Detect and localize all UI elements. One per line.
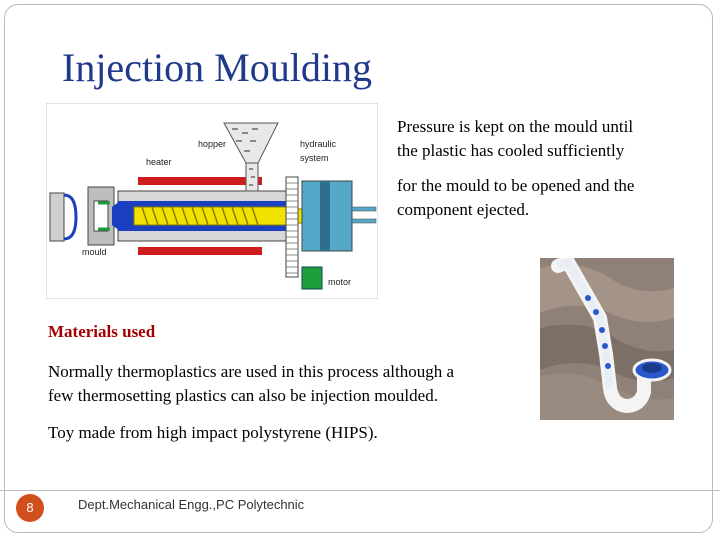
toy-saxophone-photo xyxy=(540,258,674,420)
footer-divider xyxy=(0,490,720,491)
hopper-icon xyxy=(223,122,279,192)
intro-line-1: Pressure is kept on the mould until xyxy=(397,117,634,136)
intro-line-4: component ejected. xyxy=(397,200,530,219)
hydraulic-label: hydraulic xyxy=(300,139,337,149)
materials-line-2: few thermosetting plastics can also be i… xyxy=(48,386,438,405)
mould-label: mould xyxy=(82,247,107,257)
heater-top-icon xyxy=(138,177,262,185)
motor-label: motor xyxy=(328,277,351,287)
intro-line-2: the plastic has cooled sufficiently xyxy=(397,141,625,160)
injection-moulding-diagram: hopper heater hydraulic system mould mot… xyxy=(46,103,378,299)
intro-line-3: for the mould to be opened and the xyxy=(397,176,635,195)
materials-heading: Materials used xyxy=(48,322,156,341)
hopper-label: hopper xyxy=(198,139,226,149)
heater-label: heater xyxy=(146,157,172,167)
toy-caption: Toy made from high impact polystyrene (H… xyxy=(48,423,378,442)
heater-bottom-icon xyxy=(138,247,262,255)
mould-icon xyxy=(49,186,115,246)
hydraulic-cylinder-icon xyxy=(285,176,377,278)
saxophone-icon xyxy=(551,258,672,414)
slide-title: Injection Moulding xyxy=(62,45,372,90)
footer-text: Dept.Mechanical Engg.,PC Polytechnic xyxy=(78,497,305,512)
system-label: system xyxy=(300,153,329,163)
motor-icon xyxy=(301,266,323,290)
materials-line-1: Normally thermoplastics are used in this… xyxy=(48,362,455,381)
page-number-badge: 8 xyxy=(16,494,44,522)
